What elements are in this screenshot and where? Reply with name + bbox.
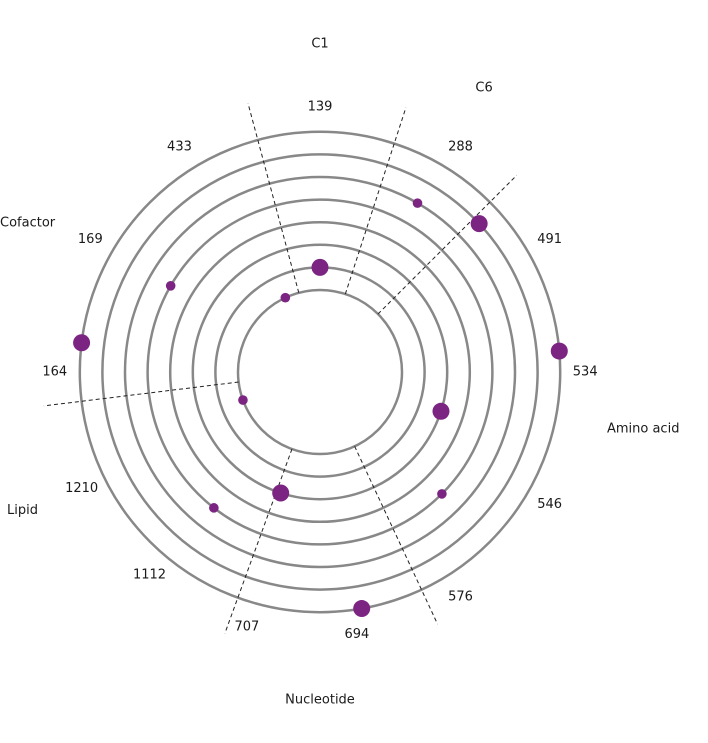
category-label-4: Lipid bbox=[7, 503, 38, 518]
count-label-9: 1210 bbox=[65, 481, 98, 496]
data-point-6 bbox=[437, 489, 447, 499]
divider-group bbox=[43, 103, 518, 634]
category-label-0: C1 bbox=[311, 36, 328, 51]
ring-6 bbox=[123, 175, 517, 569]
sector-divider-4 bbox=[224, 448, 293, 634]
sector-divider-0 bbox=[247, 103, 300, 293]
sector-divider-1 bbox=[344, 107, 407, 295]
data-point-9 bbox=[209, 503, 219, 513]
data-point-4 bbox=[550, 342, 568, 360]
count-label-8: 1112 bbox=[133, 568, 166, 583]
count-label-1: 288 bbox=[448, 140, 473, 155]
data-point-0 bbox=[311, 258, 329, 276]
ring-1 bbox=[236, 288, 404, 456]
category-label-2: Amino acid bbox=[607, 421, 679, 436]
data-point-10 bbox=[238, 395, 248, 405]
label-group: 139 288 491 534 546 576 694 707 1112 1210 164 169 43… bbox=[0, 36, 679, 707]
count-label-3: 534 bbox=[573, 365, 598, 380]
category-label-5: Cofactor bbox=[0, 216, 56, 231]
data-point-1 bbox=[280, 292, 291, 303]
category-label-1: C6 bbox=[475, 80, 492, 95]
count-label-11: 169 bbox=[78, 232, 103, 247]
count-label-5: 576 bbox=[448, 589, 473, 604]
data-point-5 bbox=[432, 402, 450, 420]
count-label-6: 694 bbox=[344, 627, 369, 642]
count-label-10: 164 bbox=[42, 365, 67, 380]
data-point-11 bbox=[165, 281, 176, 291]
sector-divider-5 bbox=[43, 381, 239, 407]
data-point-8 bbox=[272, 484, 290, 502]
sector-divider-3 bbox=[354, 446, 439, 625]
ring-4 bbox=[168, 220, 472, 524]
count-label-4: 546 bbox=[537, 497, 562, 512]
count-label-12: 433 bbox=[167, 140, 192, 155]
data-point-12 bbox=[73, 334, 91, 352]
ring-5 bbox=[146, 198, 494, 546]
count-label-0: 139 bbox=[308, 99, 333, 114]
count-label-2: 491 bbox=[537, 232, 562, 247]
point-group bbox=[73, 198, 568, 618]
sector-divider-2 bbox=[377, 174, 518, 315]
data-point-2 bbox=[412, 198, 423, 208]
count-label-7: 707 bbox=[234, 619, 259, 634]
category-label-3: Nucleotide bbox=[285, 693, 355, 708]
ring-7 bbox=[101, 153, 539, 591]
ring-8 bbox=[78, 130, 562, 614]
data-point-3 bbox=[470, 215, 488, 233]
ring-3 bbox=[191, 243, 449, 501]
data-point-7 bbox=[353, 600, 371, 618]
